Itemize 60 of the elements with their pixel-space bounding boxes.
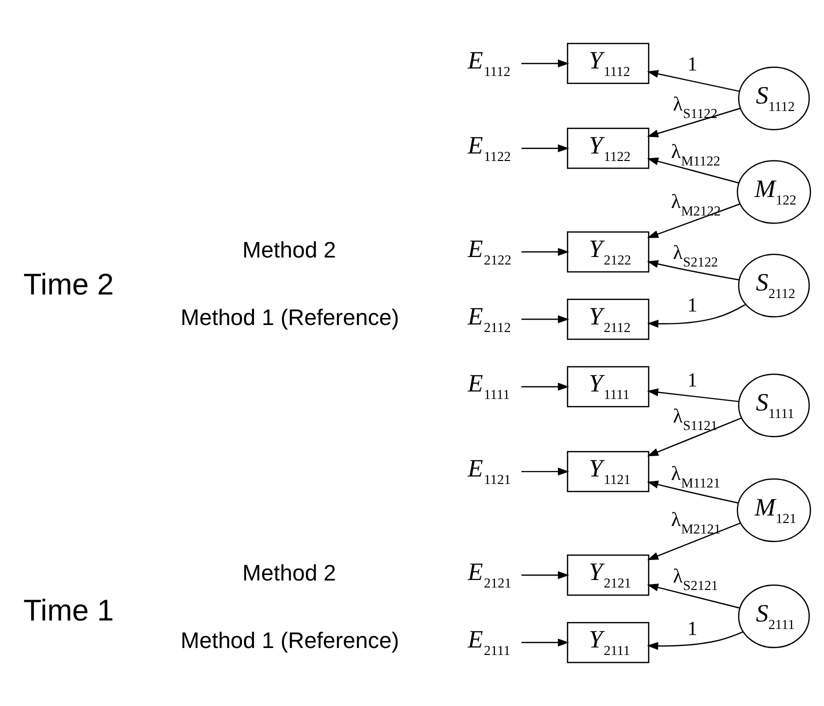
edge-label: 1: [687, 369, 698, 392]
arrow: [521, 382, 570, 391]
node-box: Y$_{2122}$: [566, 231, 650, 272]
arrow: [521, 144, 570, 152]
node-text: E$_{1111}$: [468, 370, 510, 402]
node-text: E$_{1122}$: [468, 132, 511, 164]
edge-label: λ$_{S1122}$: [672, 94, 718, 122]
node-box: Y$_{1112}$: [566, 42, 650, 84]
node-box: Y$_{2111}$: [566, 622, 650, 664]
node-text: E$_{2111}$: [468, 626, 510, 658]
arrow: [646, 631, 744, 650]
edge-label: λ$_{M1121}$: [671, 463, 720, 491]
edge-label: 1: [687, 618, 698, 640]
edge-label: 1: [687, 54, 698, 76]
node-text: E$_{2112}$: [468, 303, 511, 335]
node-text: E$_{1121}$: [468, 456, 511, 488]
arrow: [646, 260, 740, 281]
arrow: [647, 480, 738, 504]
node-box: Y$_{1121}$: [566, 450, 650, 492]
edge-label: λ$_{S1121}$: [672, 406, 718, 434]
arrow: [521, 571, 570, 580]
node-box: Y$_{1111}$: [566, 366, 650, 408]
node-text: E$_{2121}$: [468, 559, 512, 591]
node-ellipse: S$_{2112}$: [738, 254, 810, 318]
edge-label: 1: [687, 294, 698, 317]
edge-label: λ$_{M1122}$: [671, 141, 720, 169]
node-box: Y$_{2121}$: [566, 554, 650, 596]
node-text: E$_{1112}$: [468, 47, 510, 79]
arrow: [521, 468, 570, 476]
node-ellipse: S$_{1111}$: [738, 374, 810, 438]
arrow: [647, 158, 739, 184]
arrow: [521, 60, 570, 68]
arrow: [647, 304, 746, 328]
arrow: [647, 70, 740, 92]
node-text: E$_{2122}$: [468, 236, 512, 268]
edge-label: λ$_{M2122}$: [671, 190, 721, 218]
arrow: [647, 522, 740, 560]
edge-label: λ$_{S2121}$: [672, 565, 718, 593]
node-ellipse: M$_{122}$: [736, 160, 812, 224]
arrow: [647, 584, 740, 609]
arrow: [521, 638, 570, 646]
edge-label: λ$_{M2121}$: [671, 509, 721, 537]
label: Time 2: [23, 268, 114, 302]
arrow: [647, 204, 740, 238]
arrow: [647, 417, 742, 456]
arrow: [647, 388, 740, 402]
arrow: [521, 248, 570, 256]
label: Time 1: [23, 594, 114, 628]
label: Method 2: [242, 560, 336, 586]
label: Method 1 (Reference): [180, 304, 400, 330]
arrow: [647, 108, 740, 138]
arrow: [521, 315, 570, 324]
node-box: Y$_{1122}$: [566, 128, 650, 169]
node-box: Y$_{2112}$: [566, 298, 650, 340]
label: Method 2: [242, 237, 336, 262]
node-ellipse: M$_{121}$: [736, 478, 812, 542]
node-ellipse: S$_{2111}$: [738, 584, 810, 648]
label: Method 1 (Reference): [180, 628, 400, 654]
node-ellipse: S$_{1112}$: [738, 66, 810, 130]
edge-label: λ$_{S2122}$: [672, 242, 718, 270]
